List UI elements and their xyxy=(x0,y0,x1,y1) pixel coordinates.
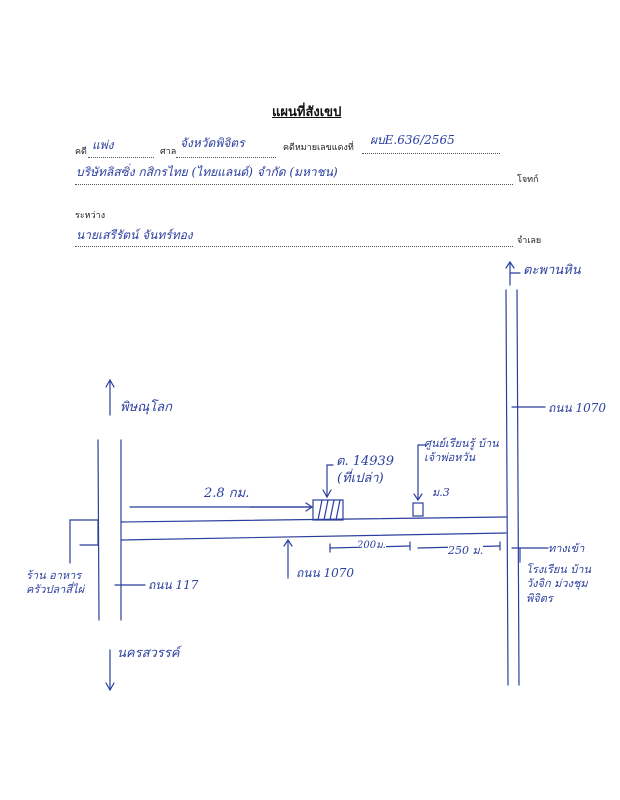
bottom-road-label: ถนน 1070 xyxy=(296,566,355,580)
school-label: โรงเรียน บ้านวังจิก ม่วงชุม พิจิตร xyxy=(526,563,591,605)
right-road-left-edge xyxy=(505,289,509,686)
distance-label: 2.8 กม. xyxy=(204,486,250,501)
south-arrowhead-icon xyxy=(105,682,115,692)
shop-label: ร้าน อาหาร ครัวปลาสี่ไผ่ xyxy=(26,569,85,597)
shop-pointer-line xyxy=(69,519,81,564)
distance-arrowhead-icon xyxy=(305,502,314,512)
page-title: แผนที่สังเขป xyxy=(272,105,342,120)
case-no-line xyxy=(362,153,500,154)
dimension-250-label: 250 ม. xyxy=(448,544,484,557)
plaintiff-value: บริษัทลิสซิ่ง กสิกรไทย (ไทยแลนด์) จำกัด … xyxy=(76,165,338,179)
defendant-value: นายเสรีรัตน์ จันทร์ทอง xyxy=(76,228,193,242)
west-direction-label: พิษณุโลก xyxy=(120,400,173,415)
south-label: นครสวรรค์ xyxy=(117,646,180,661)
case-type-value: แพ่ง xyxy=(92,138,114,152)
dimension-200-label: 200ม. xyxy=(357,540,386,551)
between-label: ระหว่าง xyxy=(75,211,106,221)
landmark-arrowhead-icon xyxy=(413,493,423,502)
court-line xyxy=(176,157,276,158)
case-type-line xyxy=(88,157,154,158)
shop-box xyxy=(79,519,99,546)
court-label: ศาล xyxy=(160,147,177,157)
north-label: ตะพานหิน xyxy=(523,263,581,278)
right-road-label: ถนน 1070 xyxy=(548,401,607,415)
west-direction-arrowhead-icon xyxy=(105,378,115,388)
school-tag: ทางเข้า xyxy=(548,542,585,555)
defendant-line xyxy=(75,246,513,247)
village-label: ม.3 xyxy=(432,486,450,499)
parcel-note: (ที่เปล่า) xyxy=(337,471,384,486)
case-no-value: ผบE.636/2565 xyxy=(370,133,455,147)
plaintiff-line xyxy=(75,184,513,185)
defendant-role: จำเลย xyxy=(517,236,542,246)
court-name-value: จังหวัดพิจิตร xyxy=(180,136,245,150)
left-road-label: ถนน 117 xyxy=(148,578,199,592)
plaintiff-role: โจทก์ xyxy=(517,175,539,185)
parcel-pointer-arrowhead-icon xyxy=(322,489,332,499)
north-arrowhead-icon xyxy=(505,260,515,269)
bottom-road-arrowhead-icon xyxy=(283,538,293,547)
right-road-right-edge xyxy=(516,289,520,686)
landmark-label: ศูนย์เรียนรู้ บ้านเจ้าพ่อหวัน xyxy=(424,437,499,464)
case-label: คดี xyxy=(75,147,87,157)
main-road-bottom-edge xyxy=(120,532,507,541)
landmark-box xyxy=(412,502,424,517)
parcel-label: ต. 14939 xyxy=(336,454,395,469)
case-no-label: คดีหมายเลขแดงที่ xyxy=(283,143,354,153)
